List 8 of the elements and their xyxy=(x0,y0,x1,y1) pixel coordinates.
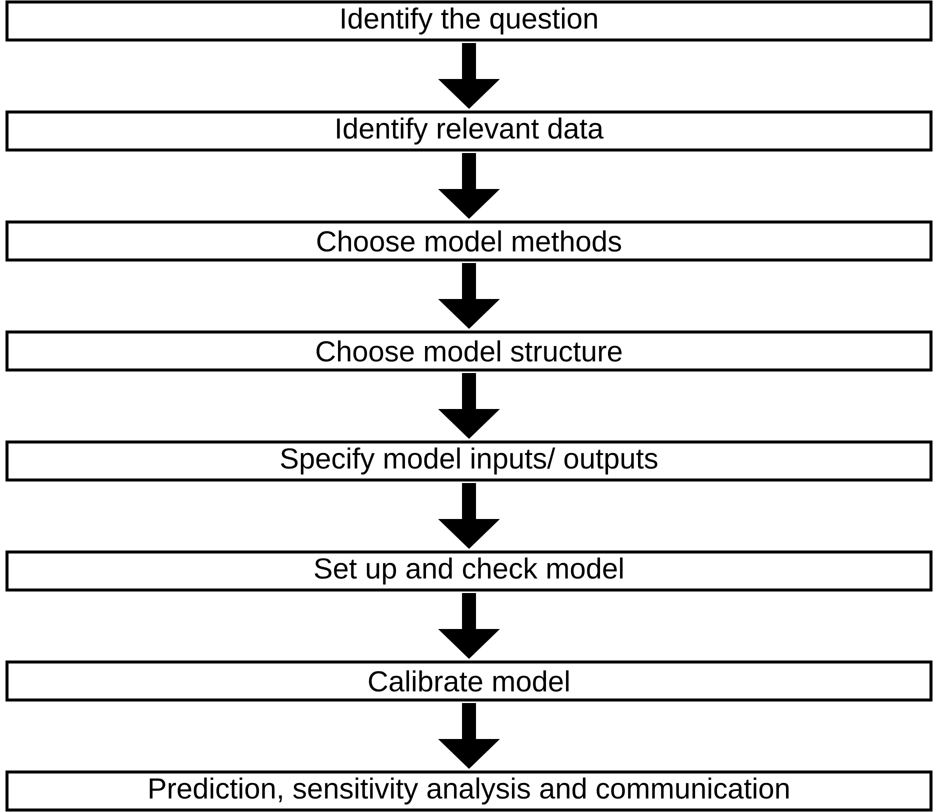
process-box: Specify model inputs/ outputs xyxy=(6,440,932,482)
process-box: Choose model methods xyxy=(6,220,932,262)
process-box: Set up and check model xyxy=(6,550,932,592)
process-box: Identify relevant data xyxy=(6,110,932,152)
process-box: Prediction, sensitivity analysis and communication xyxy=(6,770,932,812)
process-box: Identify the question xyxy=(6,0,932,42)
process-box: Choose model structure xyxy=(6,330,932,372)
process-box: Calibrate model xyxy=(6,660,932,702)
